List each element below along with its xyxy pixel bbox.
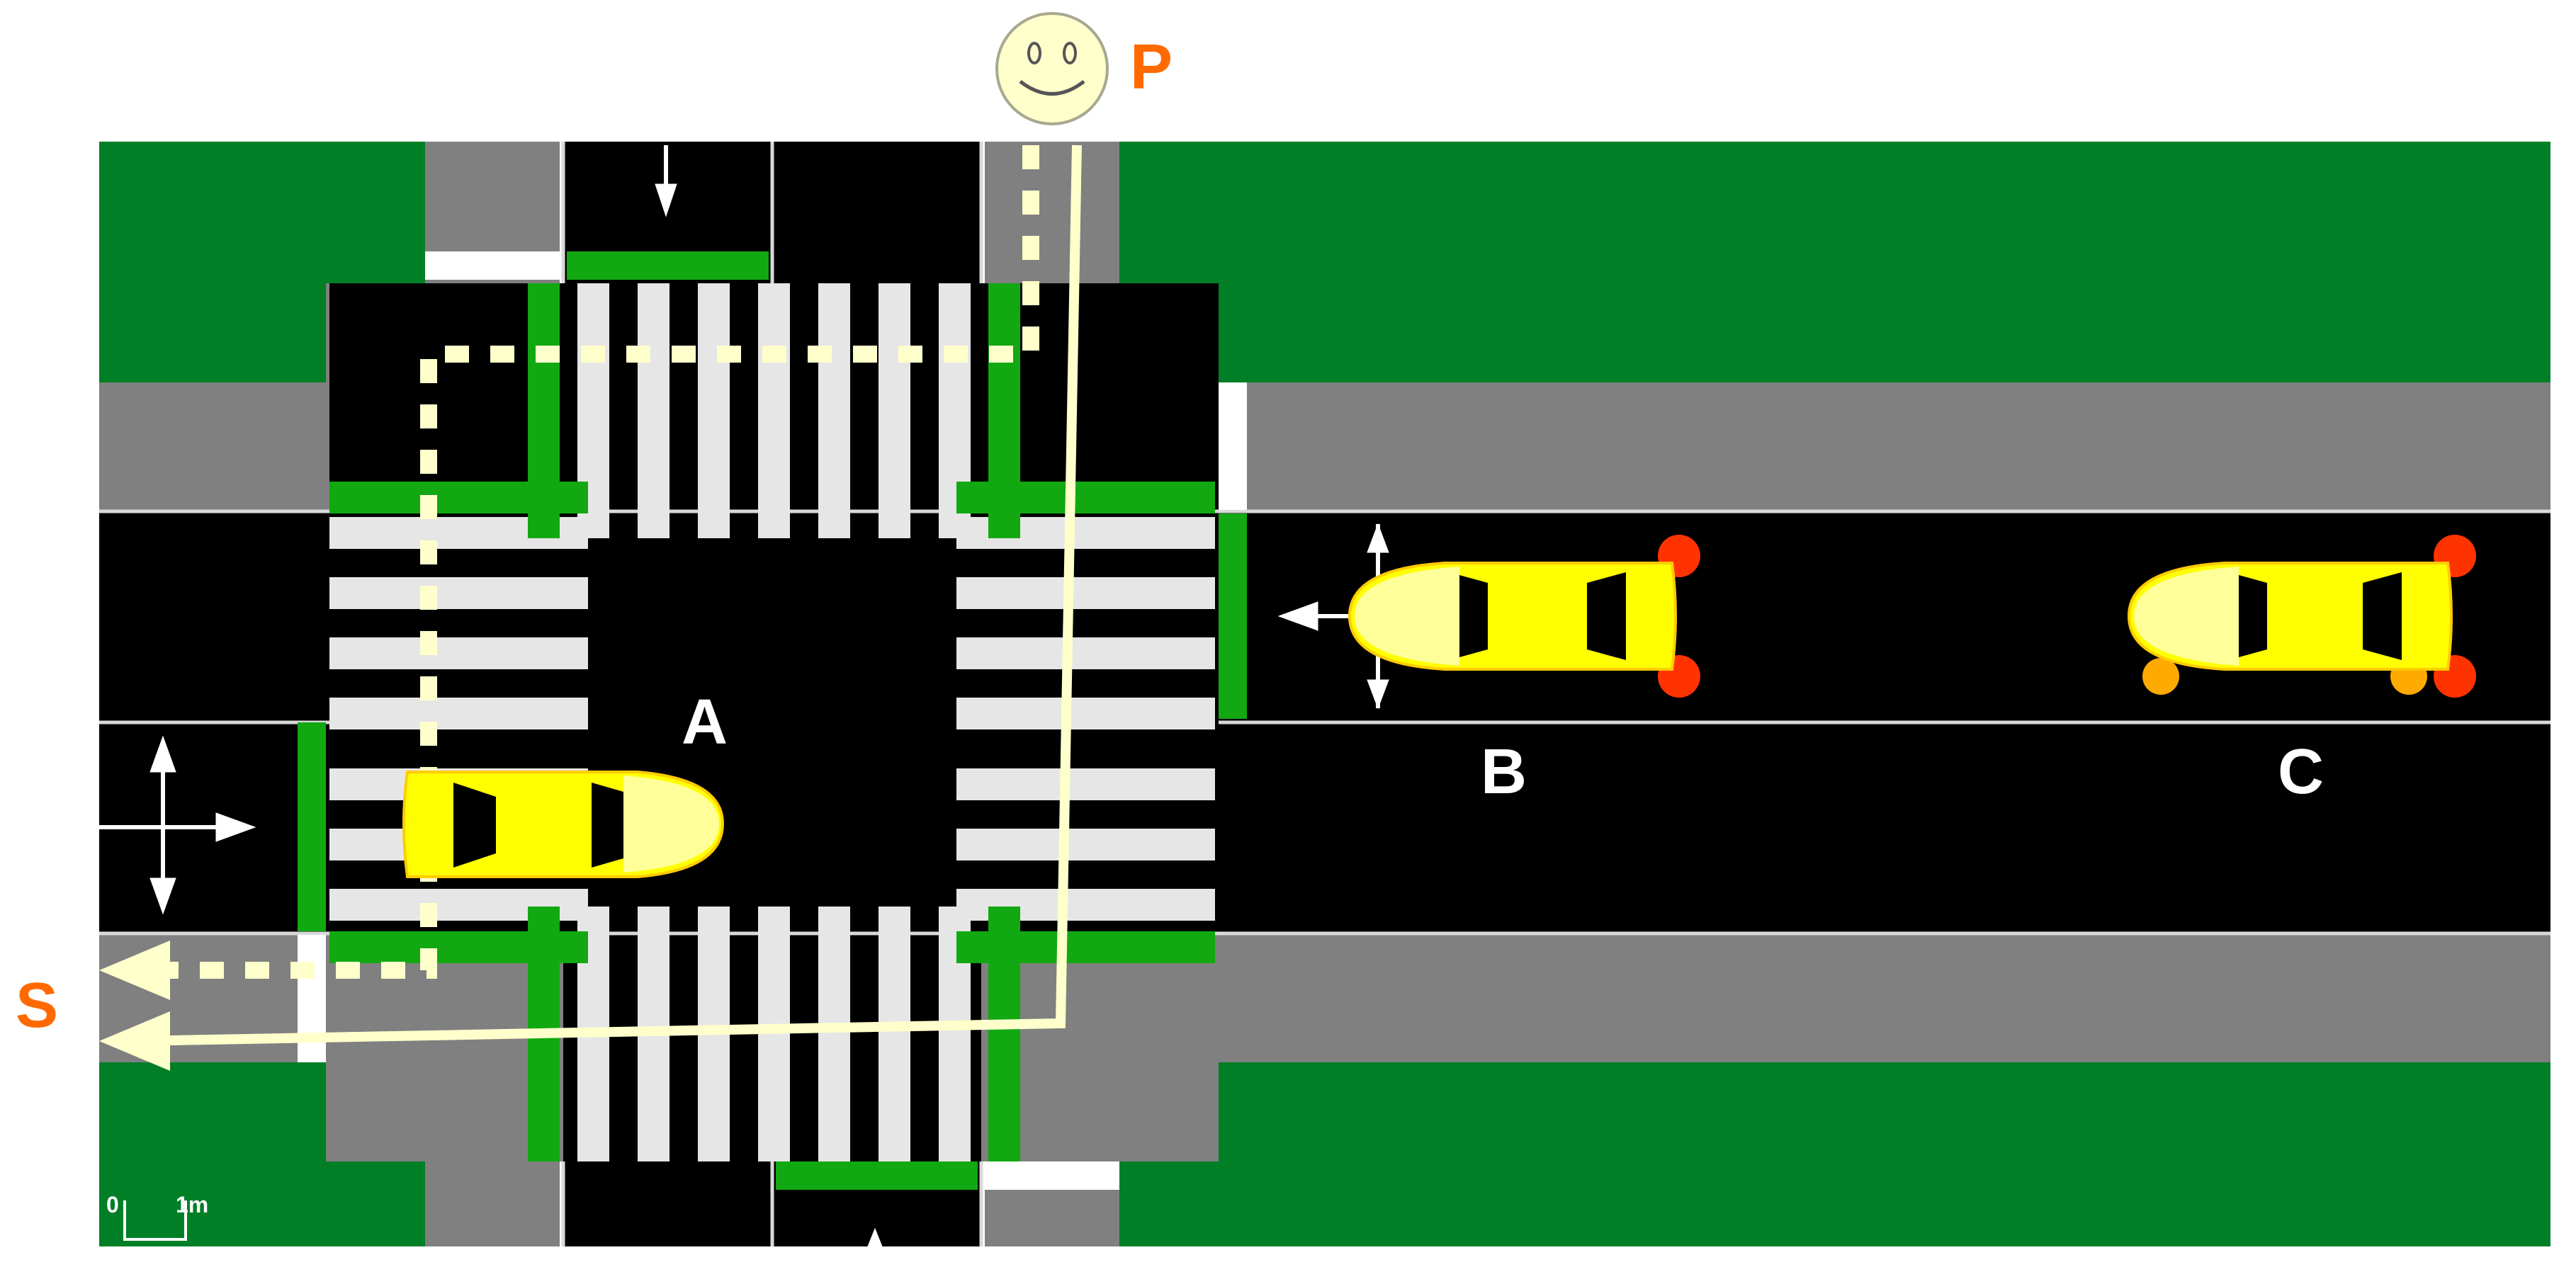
scale-bar: 0 1m xyxy=(106,1192,208,1241)
label-pedestrian: P xyxy=(1130,32,1173,103)
path-arrow-icon xyxy=(99,941,170,1071)
car-b-rear-window xyxy=(1587,572,1626,660)
smiley-face-icon xyxy=(995,12,1109,125)
label-car-c: C xyxy=(2278,737,2324,807)
stop-line-north xyxy=(567,251,769,280)
scale-bar-length: 1m xyxy=(176,1192,208,1217)
scale-bar-zero: 0 xyxy=(106,1192,119,1217)
grass-bottom-right xyxy=(1119,1062,2550,1246)
car-c-turn-signal xyxy=(2142,658,2179,695)
car-c xyxy=(2127,535,2476,698)
label-destination: S xyxy=(16,970,58,1041)
car-a xyxy=(402,771,725,878)
direction-arrow-icon xyxy=(99,145,883,1247)
car-c-windshield xyxy=(2239,575,2267,657)
signal-bars xyxy=(298,251,1247,1190)
label-car-b: B xyxy=(1481,737,1527,807)
stop-line-east xyxy=(1219,513,1247,719)
car-a-rear-window xyxy=(453,783,496,868)
car-b xyxy=(1348,535,1700,698)
car-c-rear-window xyxy=(2363,572,2402,660)
crosswalk-east xyxy=(956,517,1215,921)
stop-line-south xyxy=(776,1161,978,1190)
grass-areas xyxy=(99,142,2550,1246)
car-b-windshield xyxy=(1459,575,1488,657)
car-a-windshield xyxy=(592,783,623,868)
pedestrian-path-solid xyxy=(134,144,1082,1046)
crosswalk-north xyxy=(577,283,971,538)
grass-top-right xyxy=(1119,142,2550,382)
stop-line-west xyxy=(298,722,326,931)
pedestrian-path-dashed xyxy=(135,145,1039,979)
label-car-a: A xyxy=(682,687,728,758)
